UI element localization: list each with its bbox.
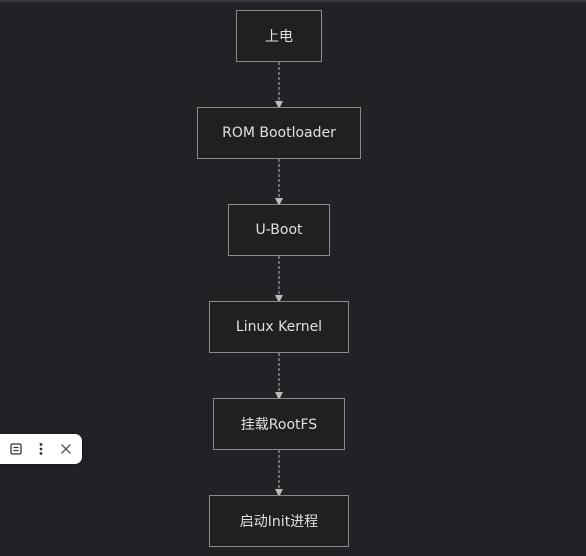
close-button[interactable]	[55, 438, 77, 460]
node-label: 启动Init进程	[239, 514, 319, 530]
more-vertical-icon	[39, 443, 43, 455]
close-icon	[60, 444, 71, 454]
node-linux-kernel[interactable]: Linux Kernel	[209, 301, 349, 353]
node-label: ROM Bootloader	[222, 125, 336, 141]
node-rom-bootloader[interactable]: ROM Bootloader	[197, 107, 361, 159]
node-label: Linux Kernel	[235, 319, 323, 335]
node-u-boot[interactable]: U-Boot	[228, 204, 330, 256]
floating-toolbar	[0, 434, 82, 464]
node-power-on[interactable]: 上电	[236, 10, 322, 62]
notes-icon	[10, 443, 22, 455]
node-label: 挂载RootFS	[240, 417, 318, 433]
node-start-init[interactable]: 启动Init进程	[209, 495, 349, 547]
node-label: 上电	[265, 29, 293, 45]
node-label: U-Boot	[255, 222, 303, 238]
more-options-button[interactable]	[30, 438, 52, 460]
notes-button[interactable]	[5, 438, 27, 460]
node-mount-rootfs[interactable]: 挂载RootFS	[213, 398, 345, 450]
